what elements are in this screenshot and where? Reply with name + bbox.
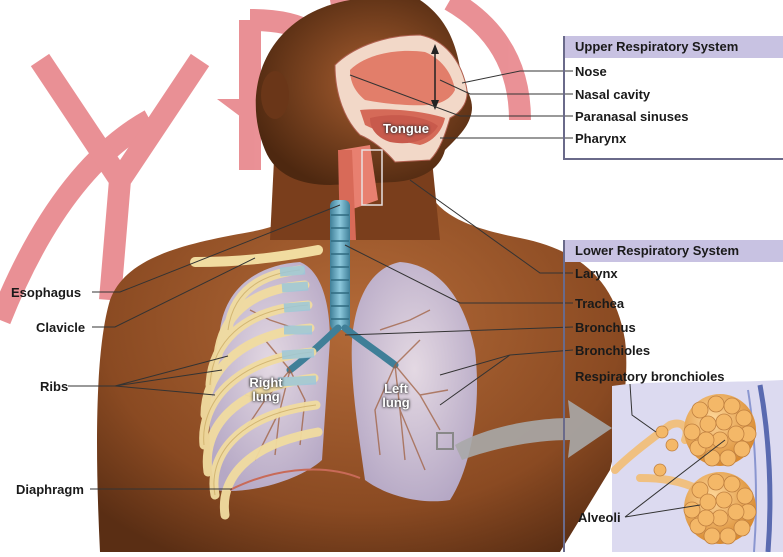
label-tongue: Tongue [378, 122, 434, 136]
upper-system-title: Upper Respiratory System [565, 36, 783, 58]
label-bronchioles: Bronchioles [575, 343, 650, 358]
label-respiratory-bronchioles: Respiratory bronchioles [575, 369, 725, 384]
label-clavicle: Clavicle [36, 320, 85, 335]
label-larynx: Larynx [575, 266, 618, 281]
label-right-lung: Right lung [236, 376, 296, 404]
lower-system-title: Lower Respiratory System [565, 240, 783, 262]
label-alveoli: Alveoli [578, 510, 621, 525]
label-trachea: Trachea [575, 296, 624, 311]
label-esophagus: Esophagus [11, 285, 81, 300]
label-nose: Nose [575, 64, 607, 79]
label-ribs: Ribs [40, 379, 68, 394]
left-lung-line-2: lung [366, 396, 426, 410]
left-lung-line-1: Left [366, 382, 426, 396]
ear [261, 71, 289, 119]
right-lung-line-1: Right [236, 376, 296, 390]
trachea [330, 200, 350, 330]
lower-system-panel [563, 240, 783, 552]
label-paranasal-sinuses: Paranasal sinuses [575, 109, 688, 124]
right-lung-line-2: lung [236, 390, 296, 404]
label-left-lung: Left lung [366, 382, 426, 410]
label-pharynx: Pharynx [575, 131, 626, 146]
label-nasal-cavity: Nasal cavity [575, 87, 650, 102]
label-diaphragm: Diaphragm [16, 482, 84, 497]
label-bronchus: Bronchus [575, 320, 636, 335]
